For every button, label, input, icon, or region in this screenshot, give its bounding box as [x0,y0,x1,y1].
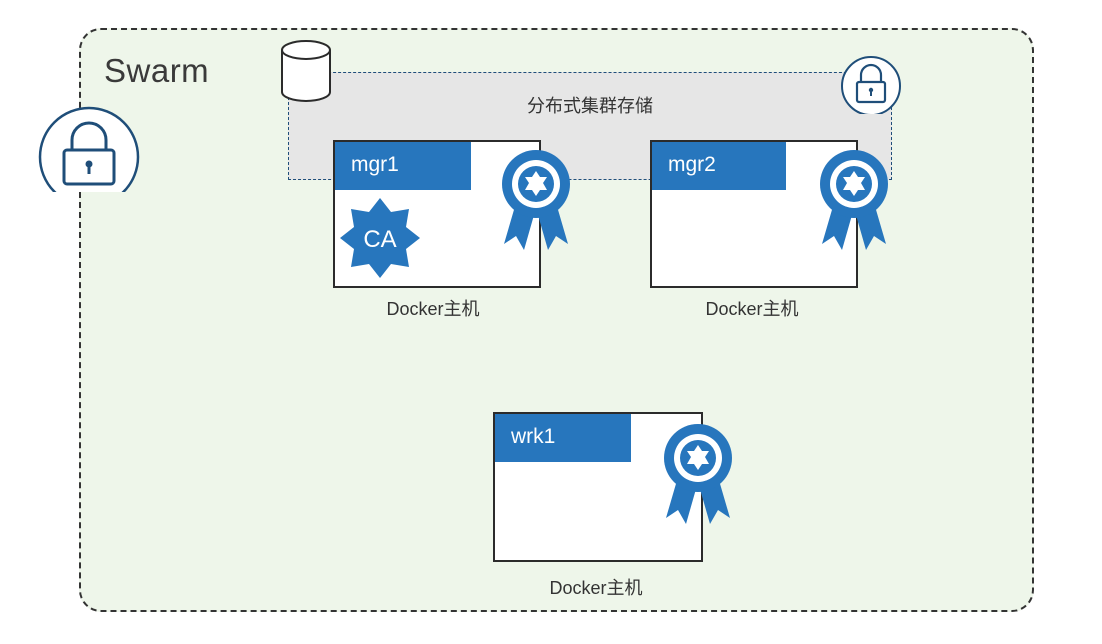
docker-host-wrk1: wrk1 [493,412,703,562]
host-name-label: mgr2 [652,142,786,190]
distributed-storage-label: 分布式集群存储 [527,96,653,116]
certificate-icon [664,424,732,524]
host-caption: Docker主机 [386,299,480,319]
database-icon [281,40,331,102]
ca-label: CA [363,226,396,253]
certificate-icon [502,150,570,250]
swarm-title: Swarm [104,52,210,89]
host-name-label: wrk1 [495,414,631,462]
host-caption: Docker主机 [705,299,799,319]
lock-icon [38,106,140,192]
host-name-label: mgr1 [335,142,471,190]
certificate-icon [820,150,888,250]
lock-icon [841,56,901,114]
ca-badge-icon: CA [340,198,420,278]
host-caption: Docker主机 [549,578,643,598]
docker-host-mgr2: mgr2 [650,140,858,288]
